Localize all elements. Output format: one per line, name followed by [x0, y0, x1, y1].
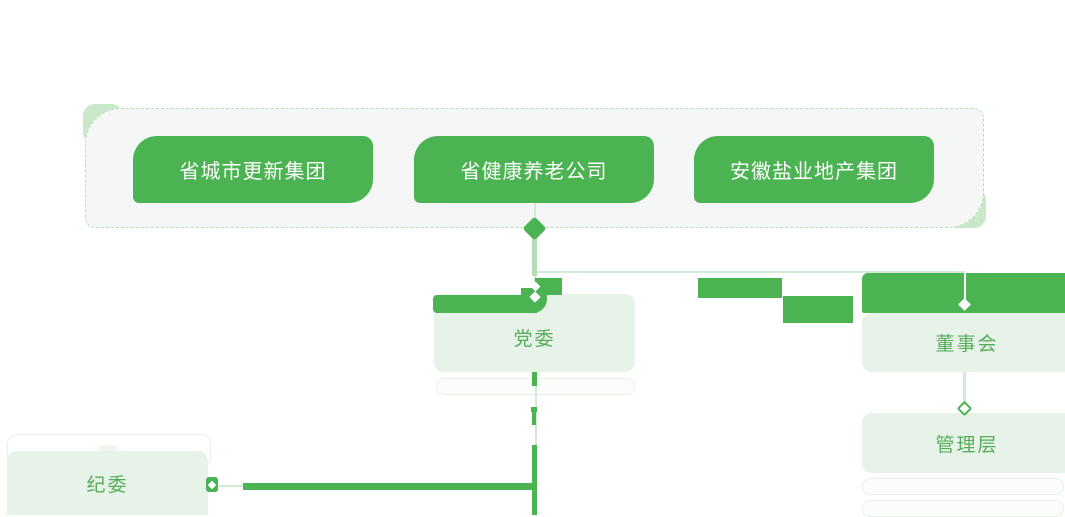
connector-line-highlight: [532, 372, 537, 386]
connector-line-highlight: [531, 407, 537, 412]
connector-line: [534, 203, 536, 229]
label-fragment: [433, 295, 537, 313]
org-node-management[interactable]: 管理层: [862, 413, 1065, 473]
connector-line-highlight: [532, 445, 537, 515]
company-node-anhui-salt-realestate[interactable]: 安徽盐业地产集团: [694, 136, 934, 203]
company-node-urban-renewal[interactable]: 省城市更新集团: [133, 136, 373, 203]
connector-line-highlight: [532, 411, 536, 425]
org-node-board[interactable]: 董事会: [862, 313, 1065, 372]
discipline-card-notch: [99, 445, 117, 452]
label-fragment: [698, 278, 782, 298]
connector-line: [963, 372, 966, 404]
label-fragment: [783, 296, 853, 323]
company-node-health-eldercare[interactable]: 省健康养老公司: [414, 136, 654, 203]
connector-line-highlight: [532, 238, 537, 276]
connector-line-to-board: [535, 271, 965, 273]
connector-line: [535, 372, 537, 515]
connector-line-white: [964, 273, 966, 301]
connector-anchor-marker: [206, 477, 218, 492]
placeholder-box: [862, 478, 1064, 495]
anchor-diamond-icon: [207, 480, 217, 489]
placeholder-box: [862, 500, 1064, 517]
connector-line-highlight: [243, 483, 537, 490]
org-node-discipline-committee[interactable]: 纪委: [7, 451, 208, 515]
